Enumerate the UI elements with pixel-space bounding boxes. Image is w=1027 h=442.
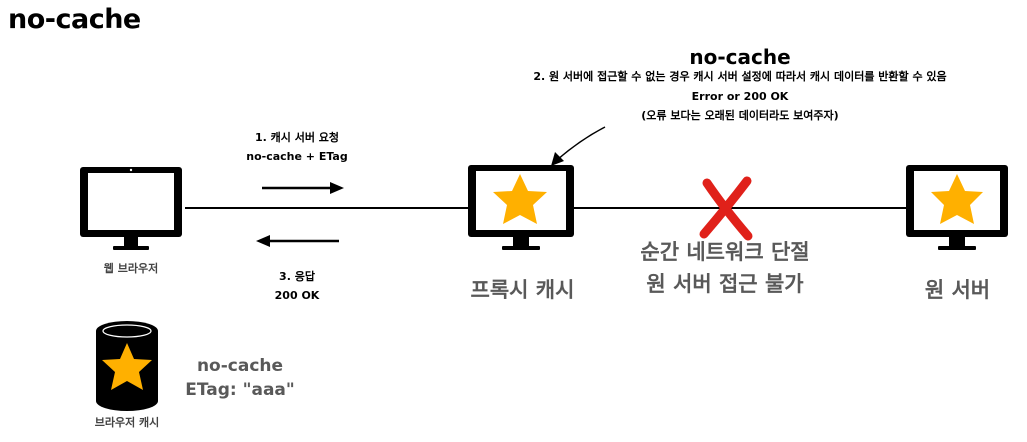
cache-header-etag: ETag: "aaa": [185, 380, 295, 400]
callout-line3: (오류 보다는 오래된 데이터라도 보여주자): [641, 109, 839, 122]
callout-title: no-cache: [689, 45, 791, 69]
browser-monitor-icon: [80, 167, 182, 250]
browser-cache-database-icon: [96, 321, 158, 411]
origin-monitor-icon: [906, 165, 1008, 250]
response-arrow-icon: [256, 235, 339, 247]
browser-cache-star-icon: [102, 343, 152, 390]
cache-header-nocache: no-cache: [196, 356, 284, 376]
origin-star-icon: [931, 174, 983, 224]
proxy-star-icon: [493, 174, 547, 224]
response-detail-label: 200 OK: [274, 289, 320, 302]
callout-line2: Error or 200 OK: [691, 90, 789, 103]
browser-cache-label: 브라우저 캐시: [94, 416, 160, 429]
page-title: no-cache: [8, 4, 141, 35]
request-arrow-icon: [262, 182, 344, 194]
callout-arrow-icon: [551, 126, 606, 166]
callout-line1: 2. 원 서버에 접근할 수 없는 경우 캐시 서버 설정에 따라서 캐시 데이…: [533, 70, 947, 83]
network-failure-line1: 순간 네트워크 단절: [640, 240, 810, 264]
response-step-label: 3. 응답: [279, 270, 315, 283]
proxy-label: 프록시 캐시: [470, 278, 575, 302]
proxy-monitor-icon: [468, 165, 574, 250]
browser-label: 웹 브라우저: [103, 262, 159, 275]
request-step-label: 1. 캐시 서버 요청: [254, 131, 340, 144]
request-detail-label: no-cache + ETag: [246, 150, 348, 163]
origin-label: 원 서버: [924, 278, 991, 302]
network-failure-cross-icon: [699, 176, 753, 241]
network-failure-line2: 원 서버 접근 불가: [646, 272, 804, 296]
